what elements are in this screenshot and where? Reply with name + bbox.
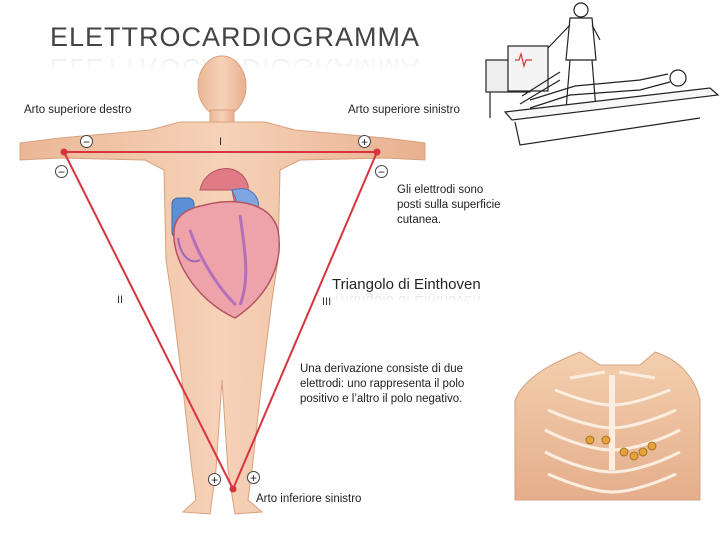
triangle-title: Triangolo di Einthoven [332, 276, 481, 293]
label-left-leg: Arto inferiore sinistro [256, 493, 361, 505]
ecg-machine-screen [508, 46, 548, 91]
exam-table [505, 88, 718, 120]
triangle-title-reflection: Triangolo di Einthoven [332, 292, 481, 309]
chest-illustration [515, 352, 700, 500]
note-derivation: Una derivazione consiste di due elettrod… [300, 362, 505, 407]
ecg-patient-sketch [486, 3, 718, 145]
sign-minus-lead-III: − [375, 165, 388, 178]
electrode-left-arm [374, 149, 381, 156]
sign-plus-lead-II: + [208, 473, 221, 486]
label-right-arm: Arto superiore destro [24, 104, 131, 116]
nurse-body [566, 18, 596, 60]
label-left-arm: Arto superiore sinistro [348, 104, 460, 116]
sign-plus-lead-I: + [358, 135, 371, 148]
sign-minus-lead-I: − [80, 135, 93, 148]
electrode-left-leg [230, 486, 237, 493]
electrode-right-arm [61, 149, 68, 156]
lead-III-label: III [322, 296, 331, 308]
head [198, 56, 246, 116]
note-electrodes: Gli elettrodi sono posti sulla superfici… [397, 183, 507, 228]
lead-I-label: I [219, 136, 222, 148]
sign-minus-lead-II: − [55, 165, 68, 178]
patient-head [670, 70, 686, 86]
nurse-head [574, 3, 588, 17]
lead-II-label: II [117, 294, 123, 306]
sign-plus-lead-III: + [247, 471, 260, 484]
